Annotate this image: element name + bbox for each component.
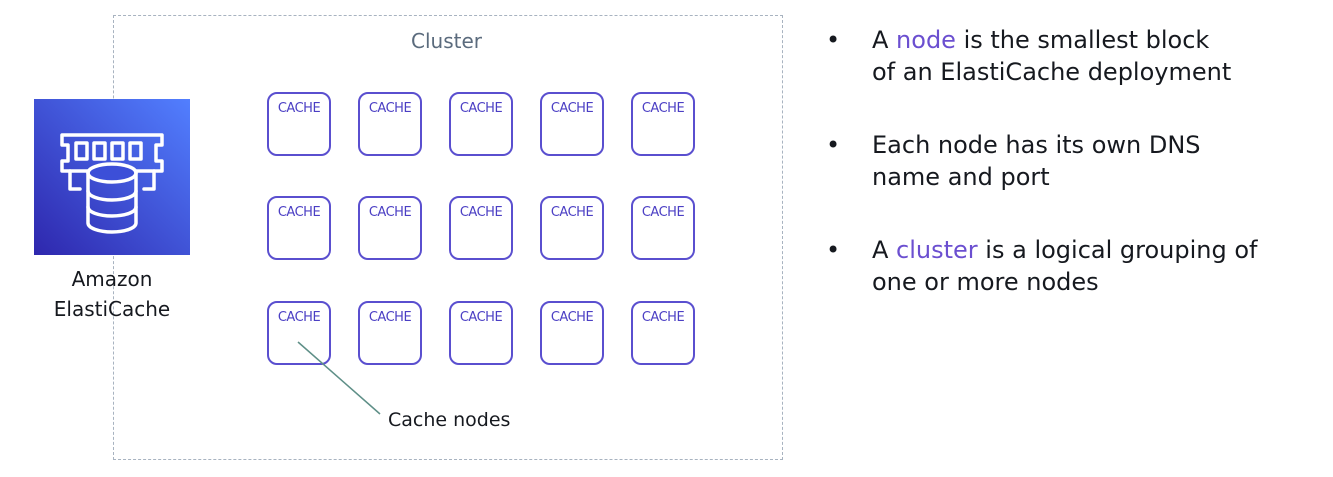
cache-node: CACHE <box>540 301 604 365</box>
cache-node-label: CACHE <box>277 101 321 116</box>
cache-node: CACHE <box>540 196 604 260</box>
bullet-dot: • <box>826 26 841 54</box>
cache-node-label: CACHE <box>550 205 594 220</box>
cache-node: CACHE <box>267 196 331 260</box>
cache-node: CACHE <box>540 92 604 156</box>
cache-node: CACHE <box>267 92 331 156</box>
cache-node-label: CACHE <box>368 205 412 220</box>
cache-node-label: CACHE <box>277 310 321 325</box>
cache-node-label: CACHE <box>368 101 412 116</box>
bullet-dns: • Each node has its own DNS name and por… <box>826 129 1316 193</box>
highlight-term: cluster <box>896 236 978 264</box>
bullet-text: Each node has its own DNS <box>872 131 1201 159</box>
bullet-text-line2: one or more nodes <box>872 268 1099 296</box>
cache-node-label: CACHE <box>550 310 594 325</box>
cache-node: CACHE <box>631 301 695 365</box>
service-name-line2: ElastiCache <box>53 297 171 321</box>
bullet-cluster: • A cluster is a logical grouping of one… <box>826 234 1316 298</box>
cache-node: CACHE <box>449 92 513 156</box>
cache-node: CACHE <box>358 196 422 260</box>
cache-node-label: CACHE <box>459 310 503 325</box>
bullet-text: A <box>872 236 897 264</box>
cache-node-label: CACHE <box>459 101 503 116</box>
bullet-text-line2: name and port <box>872 163 1050 191</box>
bullet-text: A <box>872 26 897 54</box>
cache-node: CACHE <box>358 92 422 156</box>
cache-node: CACHE <box>631 92 695 156</box>
cluster-label: Cluster <box>411 29 482 53</box>
cache-node-label: CACHE <box>641 205 685 220</box>
cache-node: CACHE <box>358 301 422 365</box>
cache-node-label: CACHE <box>550 101 594 116</box>
highlight-term: node <box>896 26 956 54</box>
cache-node: CACHE <box>449 301 513 365</box>
bullet-text: is the smallest block <box>955 26 1210 54</box>
cache-node-label: CACHE <box>368 310 412 325</box>
bullet-text: is a logical grouping of <box>977 236 1258 264</box>
cache-node-label: CACHE <box>641 310 685 325</box>
cache-nodes-callout: Cache nodes <box>388 409 511 431</box>
elasticache-icon <box>34 99 190 255</box>
cache-node: CACHE <box>449 196 513 260</box>
service-name: Amazon ElastiCache <box>25 264 199 324</box>
key-points-list: • A node is the smallest block of an Ela… <box>826 24 1316 339</box>
cache-node-label: CACHE <box>641 101 685 116</box>
cache-node-label: CACHE <box>277 205 321 220</box>
bullet-node: • A node is the smallest block of an Ela… <box>826 24 1316 88</box>
bullet-dot: • <box>826 131 841 159</box>
cache-node-label: CACHE <box>459 205 503 220</box>
bullet-text-line2: of an ElastiCache deployment <box>872 58 1232 86</box>
bullet-dot: • <box>826 236 841 264</box>
cache-node: CACHE <box>631 196 695 260</box>
service-name-line1: Amazon <box>71 267 153 291</box>
cache-node: CACHE <box>267 301 331 365</box>
